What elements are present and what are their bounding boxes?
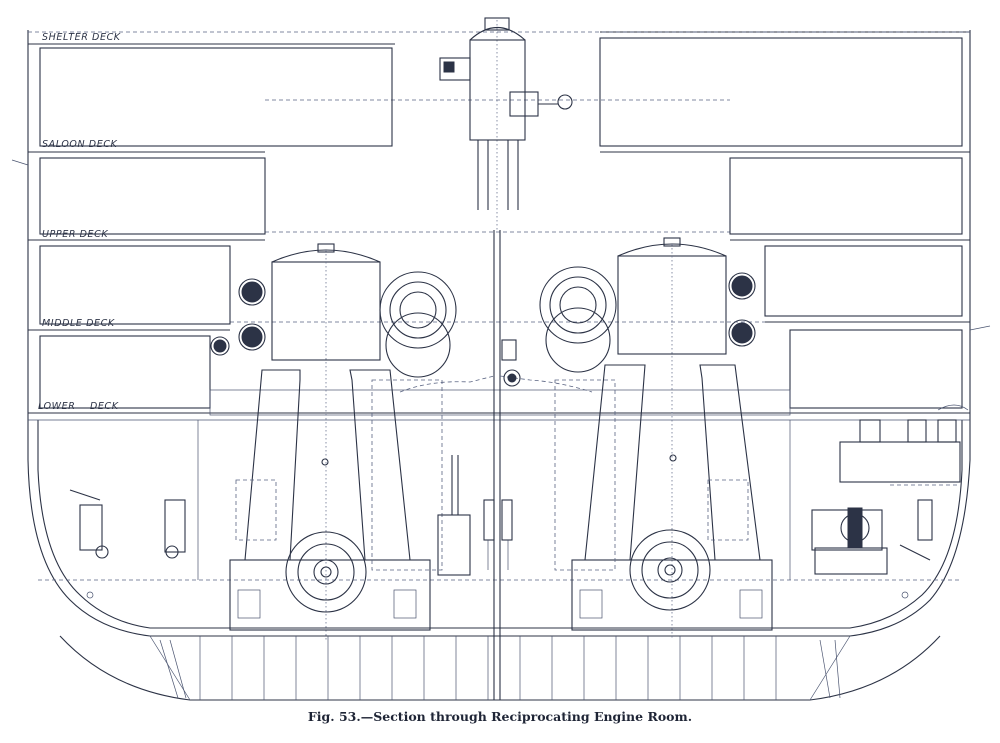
deck-label-middle: MIDDLE DECK xyxy=(42,318,115,329)
hull-outline xyxy=(27,30,971,701)
deck-label-upper: UPPER DECK xyxy=(42,229,108,240)
floor-plate xyxy=(834,639,841,699)
figure-caption: Fig. 53.—Section through Reciprocating E… xyxy=(307,709,693,724)
auxiliary-pumps xyxy=(69,419,961,580)
floor-plate xyxy=(819,639,831,699)
centre-valves xyxy=(483,339,521,570)
deck-label-shelter: SHELTER DECK xyxy=(42,32,121,43)
centre-line-bulkhead xyxy=(493,20,501,700)
floor-plate xyxy=(159,639,179,699)
deck-labels: SHELTER DECK SALOON DECK UPPER DECK MIDD… xyxy=(38,32,121,412)
deck-compartments xyxy=(39,37,963,416)
floor-plate xyxy=(169,639,187,699)
deck-label-saloon: SALOON DECK xyxy=(42,139,118,150)
port-engine xyxy=(210,243,495,640)
deck-label-lower: LOWER DECK xyxy=(38,401,119,412)
deck-lines xyxy=(28,31,970,581)
double-bottom-floors xyxy=(159,636,841,700)
starboard-engine xyxy=(499,237,773,640)
hull-side-details xyxy=(11,159,991,599)
upper-centre-machine xyxy=(439,17,573,210)
